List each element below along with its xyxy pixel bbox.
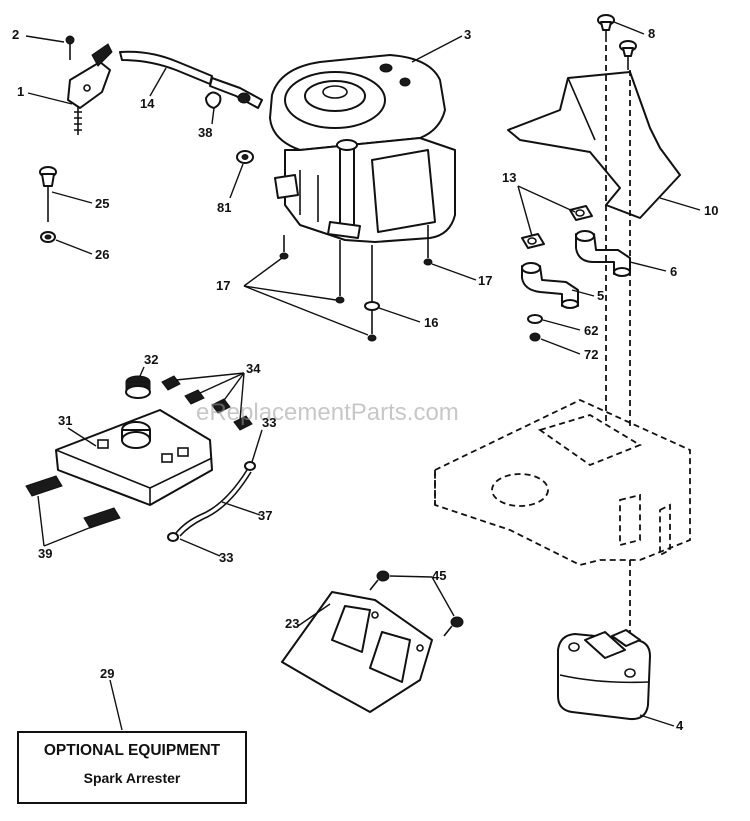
callout-33-top: 33: [262, 415, 276, 430]
watermark-text: eReplacementParts.com: [196, 399, 459, 426]
muffler-part-4: [557, 629, 651, 721]
screw-part-2: [65, 35, 75, 60]
fuel-line-part-37: [175, 469, 252, 537]
screws-part-45: [369, 570, 464, 637]
callout-8: 8: [648, 26, 655, 41]
knob-part-32: [125, 375, 151, 399]
washer-part-16: [364, 301, 380, 311]
callout-numbers: 1 2 3 14 38 81 25 26 17 17 16 8 10 13 6 …: [12, 26, 718, 733]
callout-17-left: 17: [216, 278, 230, 293]
exhaust-pipe-part-6: [575, 230, 631, 277]
bolts-part-8: [597, 14, 637, 70]
optional-equipment-title: OPTIONAL EQUIPMENT: [43, 742, 221, 759]
leader-lines: [25, 21, 701, 731]
callout-38: 38: [198, 125, 212, 140]
callout-2: 2: [12, 27, 19, 42]
engine-part-3: [269, 54, 456, 243]
callout-5: 5: [597, 288, 604, 303]
callout-10: 10: [704, 203, 718, 218]
nut-part-81: [236, 150, 254, 164]
callout-13: 13: [502, 170, 516, 185]
exhaust-gaskets-part-13: [521, 205, 593, 249]
optional-equipment-subtitle: Spark Arrester: [83, 770, 181, 786]
callout-29: 29: [100, 666, 114, 681]
washer-part-26: [40, 231, 56, 243]
callout-45: 45: [432, 568, 446, 583]
exhaust-pipe-part-5: [521, 262, 579, 309]
callout-4: 4: [676, 718, 684, 733]
nut-part-72: [529, 332, 541, 342]
callout-33-bottom: 33: [219, 550, 233, 565]
callout-17-right: 17: [478, 273, 492, 288]
callout-6: 6: [670, 264, 677, 279]
callout-1: 1: [17, 84, 24, 99]
callout-3: 3: [464, 27, 471, 42]
connectors-part-34: [161, 375, 253, 431]
callout-32: 32: [144, 352, 158, 367]
grommet-part-33: [167, 461, 256, 542]
engine-cover-part-31: [55, 409, 213, 506]
throttle-control-part-1: [67, 43, 113, 135]
cable-clip-part-38: [205, 91, 222, 109]
callout-31: 31: [58, 413, 72, 428]
choke-knob-part-25: [39, 166, 57, 222]
tractor-frame: [434, 45, 691, 640]
optional-equipment-box: OPTIONAL EQUIPMENT Spark Arrester: [17, 731, 247, 804]
callout-62: 62: [584, 323, 598, 338]
mounting-plate-part-23: [281, 591, 433, 713]
callout-37: 37: [258, 508, 272, 523]
heat-shield-part-10: [507, 71, 681, 219]
callout-26: 26: [95, 247, 109, 262]
callout-23: 23: [285, 616, 299, 631]
callout-14: 14: [140, 96, 155, 111]
throttle-cable-part-14: [119, 50, 263, 109]
washer-part-62: [527, 314, 543, 324]
callout-25: 25: [95, 196, 109, 211]
callout-16: 16: [424, 315, 438, 330]
callout-81: 81: [217, 200, 231, 215]
callout-72: 72: [584, 347, 598, 362]
callout-39: 39: [38, 546, 52, 561]
pads-part-39: [25, 475, 121, 529]
engine-bolts-part-17: [279, 225, 433, 342]
callout-34: 34: [246, 361, 261, 376]
